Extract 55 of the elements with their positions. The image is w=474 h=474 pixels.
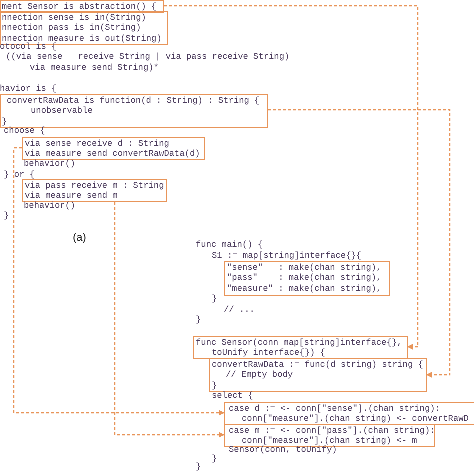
highlight-box — [22, 137, 205, 160]
code-line: } — [4, 211, 10, 222]
code-line: } — [196, 315, 202, 326]
code-line: nnection sense is in(String) — [2, 12, 146, 24]
code-line: conn["measure"].(chan string) <- convertRawD — [242, 414, 469, 425]
highlight-box — [224, 261, 390, 296]
code-line: behavior() — [24, 159, 76, 170]
highlight-box — [193, 336, 408, 359]
code-line: nnection pass is in(String) — [2, 23, 142, 34]
code-line: via measure send convertRawData(d) — [25, 149, 200, 160]
code-line: func Sensor(conn map[string]interface{}, — [196, 338, 402, 348]
code-line: S1 := map[string]interface{}{ — [212, 251, 362, 262]
code-line: } — [212, 454, 218, 465]
dashed-connector — [114, 202, 225, 438]
dashed-connector — [13, 147, 225, 416]
code-line: } — [2, 116, 8, 127]
code-line: toUnify interface{}) { — [212, 348, 326, 359]
code-line: } — [196, 462, 202, 473]
code-line: // ... — [224, 305, 255, 316]
code-line: via sense receive d : String — [25, 138, 170, 150]
code-line: "pass" : make(chan string), — [227, 273, 382, 284]
code-line: ment Sensor is abstraction() { — [2, 2, 157, 12]
code-line: convertRawData := func(d string) string { — [212, 360, 424, 370]
highlight-box — [0, 94, 268, 128]
code-line: unobservable — [31, 106, 93, 117]
highlight-box — [0, 0, 164, 13]
code-line: case m := <- conn["pass"].(chan string): — [229, 426, 436, 436]
code-line: func main() { — [196, 240, 264, 251]
highlight-box — [224, 402, 474, 425]
code-line: Sensor(conn, toUnify) — [229, 445, 338, 456]
dashed-connector — [268, 109, 451, 378]
code-line: "measure" : make(chan string), — [227, 284, 382, 294]
code-line: case d := <- conn["sense"].(chan string): — [229, 404, 440, 414]
code-line: } — [212, 294, 218, 305]
code-line: via measure send String)* — [30, 63, 159, 74]
code-line: behavior() — [24, 201, 76, 212]
code-line: via measure send m — [25, 191, 118, 202]
code-line: } or { — [4, 170, 35, 181]
highlight-box — [224, 424, 435, 447]
code-line: via pass receive m : String — [25, 180, 164, 192]
code-line: "sense" : make(chan string), — [227, 262, 382, 274]
code-line: conn["measure"].(chan string) <- m — [242, 436, 418, 446]
code-line: ((via sense receive String | via pass receive String) — [6, 52, 290, 63]
code-line: nnection measure is out(String) — [2, 34, 162, 44]
highlight-box — [209, 358, 427, 392]
code-line: // Empty body — [226, 370, 294, 381]
highlight-box — [22, 179, 167, 202]
dashed-connector — [164, 5, 419, 350]
code-line: convertRawData is function(d : String) : String { — [7, 96, 260, 106]
code-line: select { — [212, 391, 254, 402]
panel-label: (a) — [73, 232, 86, 244]
code-line: havior is { — [0, 84, 57, 95]
code-line: } — [212, 380, 218, 392]
code-line: choose { — [4, 126, 46, 137]
code-line: otocol is { — [0, 42, 57, 52]
